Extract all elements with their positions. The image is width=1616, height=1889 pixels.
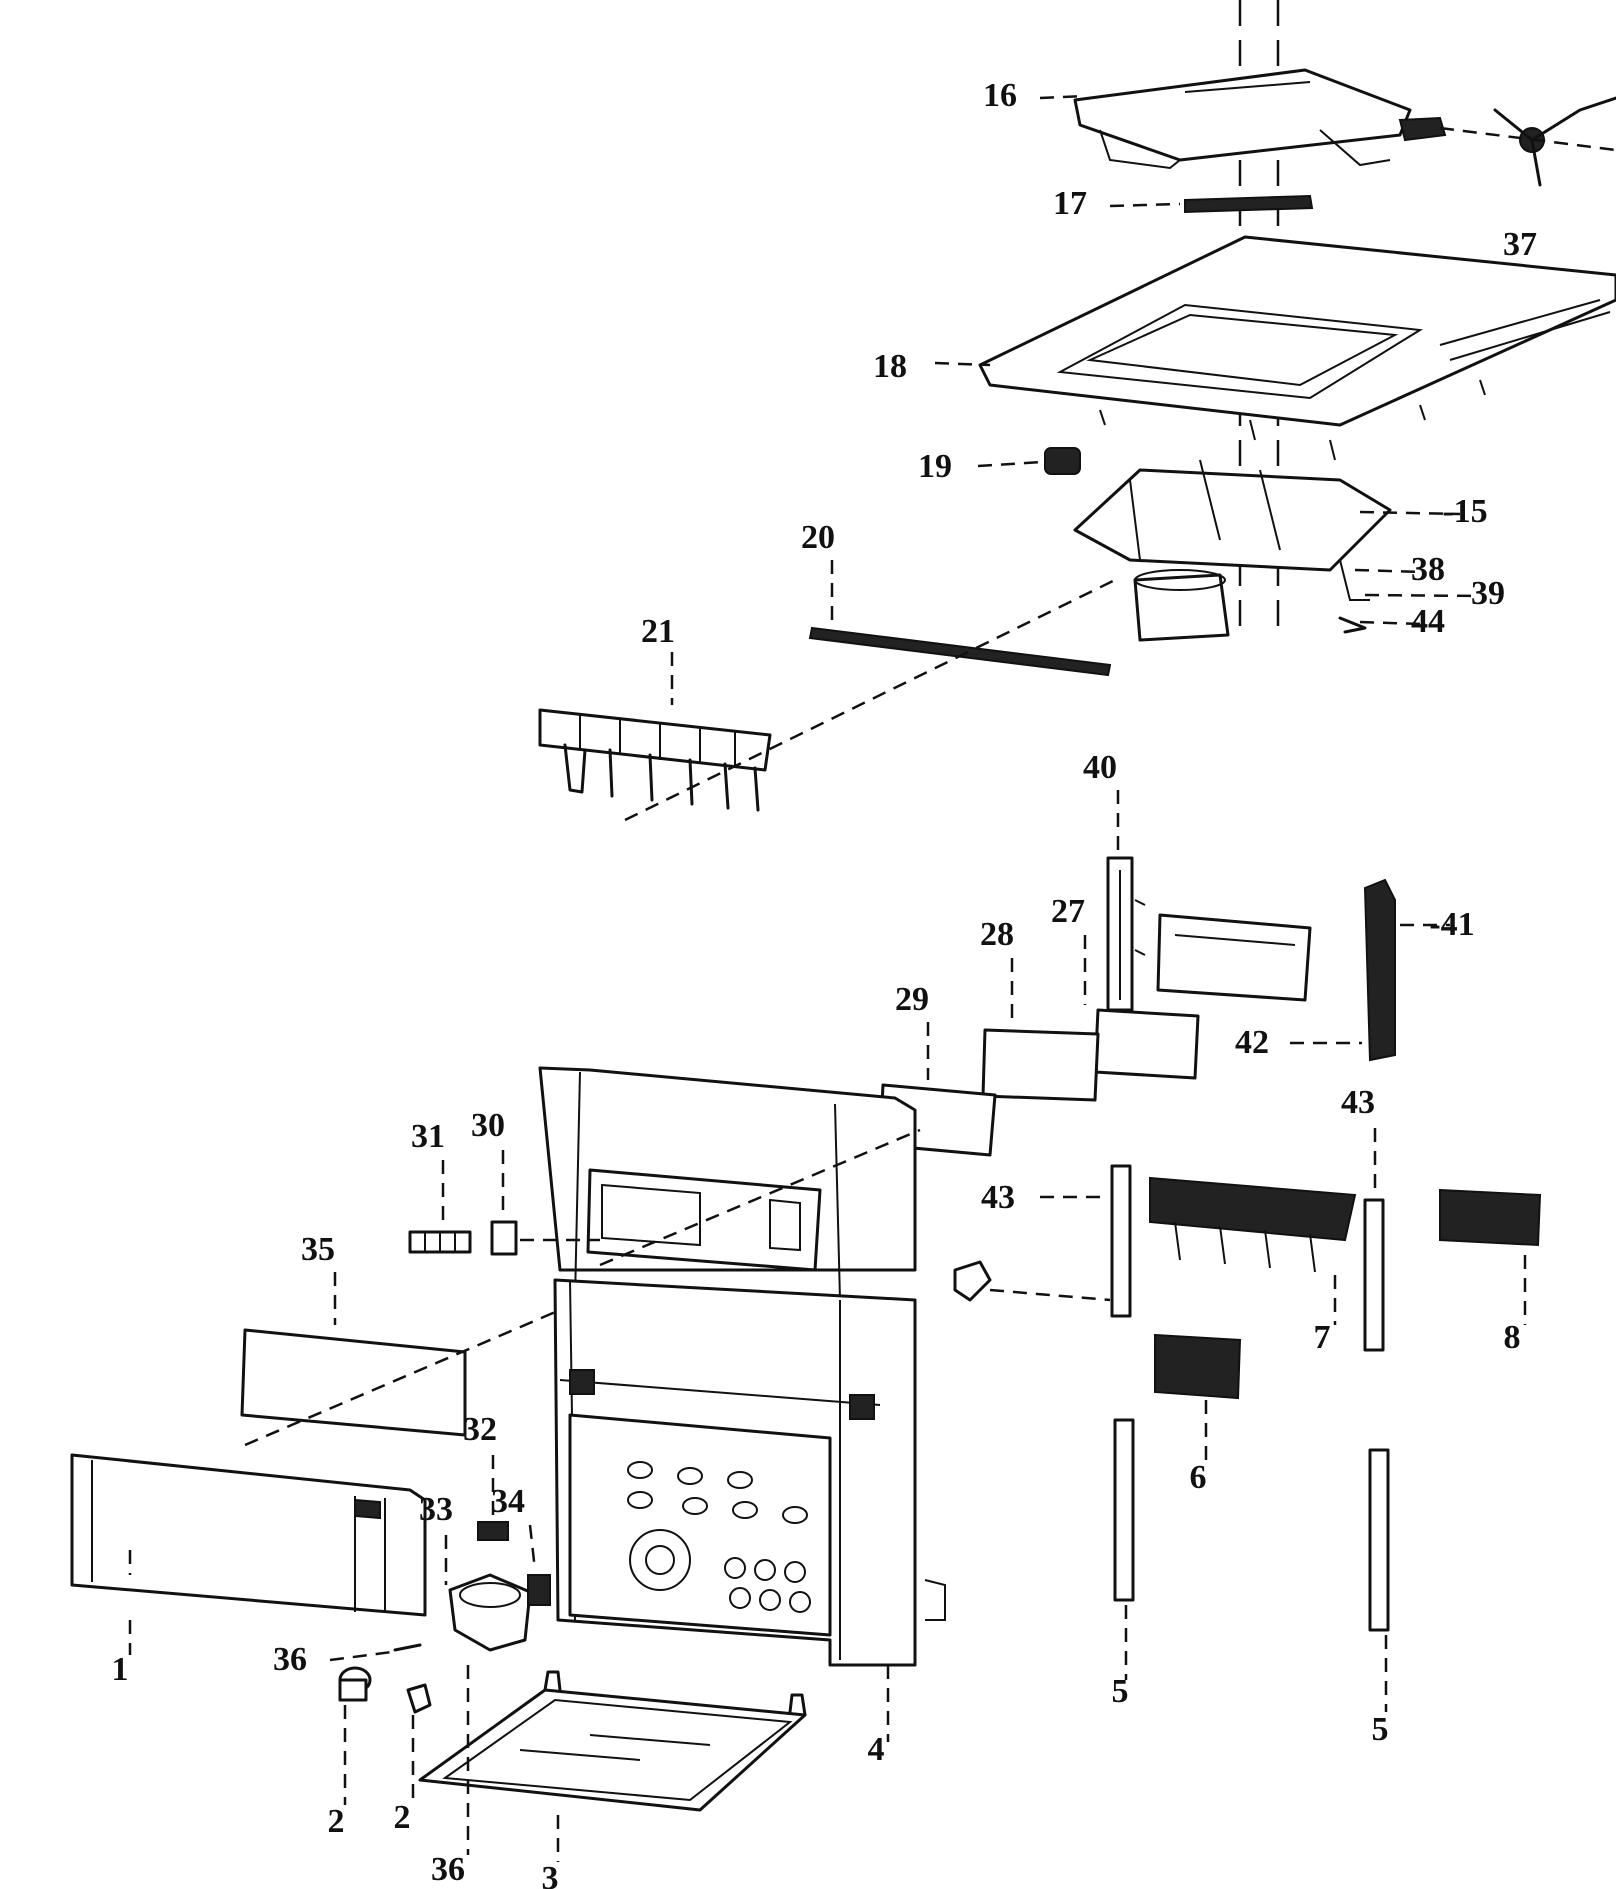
- leader-18: [934, 361, 991, 367]
- callout-c43a: 43: [1341, 1084, 1375, 1121]
- part-3-bottom-tray: [418, 1670, 807, 1812]
- callout-c30: 30: [471, 1107, 505, 1144]
- part-35-window: [240, 1328, 467, 1437]
- callout-c19: 19: [918, 448, 952, 485]
- part-43-bar-right: [1363, 1198, 1385, 1352]
- leader-19: [977, 460, 1043, 468]
- part-knob-small: [953, 1260, 992, 1302]
- callout-c6: 6: [1190, 1459, 1207, 1496]
- part-36-screw: [393, 1643, 422, 1652]
- leader-39: [1364, 593, 1481, 598]
- callout-c42: 42: [1235, 1024, 1269, 1061]
- part-37-rotor: [1493, 96, 1616, 187]
- part-34-gear: [527, 1574, 551, 1606]
- callout-c31: 31: [411, 1118, 445, 1155]
- part-43-bar-left: [1110, 1164, 1132, 1318]
- callout-c18: 18: [873, 348, 907, 385]
- leader-44: [1359, 620, 1423, 626]
- leader-36a: [329, 1650, 393, 1662]
- callout-c28: 28: [980, 916, 1014, 953]
- part-15-mechanism: [1073, 459, 1392, 642]
- part-19-cylinder: [1044, 447, 1081, 475]
- part-41-rail: [1363, 878, 1396, 1062]
- callout-c15: -15: [1442, 493, 1487, 530]
- callout-c1: 1: [112, 1651, 129, 1688]
- leader-axis-21: [624, 578, 1116, 822]
- part-30-clip: [490, 1220, 518, 1256]
- callout-c3: 3: [542, 1860, 559, 1889]
- callout-c4: 4: [868, 1731, 885, 1768]
- callout-c27: 27: [1051, 893, 1085, 930]
- leader-38: [1354, 568, 1423, 574]
- part-33-motor: [448, 1573, 532, 1652]
- callout-c34: 34: [491, 1483, 525, 1520]
- callout-c35: 35: [301, 1231, 335, 1268]
- leader-17: [1109, 202, 1181, 208]
- part-2-knob-left: [338, 1666, 372, 1702]
- callout-c38: 38: [1411, 551, 1445, 588]
- part-2-knob-right: [406, 1683, 432, 1714]
- callout-c32: 32: [463, 1411, 497, 1448]
- part-28-panel: [981, 1028, 1100, 1102]
- leader-axis-43: [989, 1288, 1111, 1302]
- part-17-strip: [1184, 194, 1314, 214]
- callout-c33: 33: [419, 1491, 453, 1528]
- callout-c20: 20: [801, 519, 835, 556]
- part-31-connector: [408, 1230, 472, 1254]
- callout-c2a: 2: [328, 1803, 345, 1840]
- callout-c17: 17: [1053, 185, 1087, 222]
- leader-15: [1359, 510, 1461, 516]
- leader-axis-29: [599, 1128, 921, 1267]
- part-5-bar-left: [1113, 1418, 1135, 1602]
- callout-c40: 40: [1083, 749, 1117, 786]
- part-5-bar-right: [1368, 1448, 1390, 1632]
- callout-c39: 39: [1471, 575, 1505, 612]
- callout-c16: 16: [983, 77, 1017, 114]
- callout-c29: 29: [895, 981, 929, 1018]
- callout-c36a: 36: [273, 1641, 307, 1678]
- part-1-front-door: [70, 1453, 427, 1617]
- leader-34: [528, 1524, 537, 1571]
- part-40-vertical-bar: [1106, 856, 1146, 1012]
- leader-37: [1439, 126, 1616, 152]
- part-16-top-cover: [1073, 68, 1447, 170]
- part-32-clip: [477, 1521, 509, 1541]
- leader-16: [1039, 94, 1086, 100]
- part-21-key-assembly: [538, 708, 772, 812]
- callout-c5a: 5: [1112, 1673, 1129, 1710]
- part-pcb-bracket: [1156, 913, 1312, 1002]
- part-7-key-group: [1149, 1176, 1357, 1273]
- callout-c43b: 43: [981, 1179, 1015, 1216]
- part-8-key-group: [1439, 1188, 1542, 1247]
- callout-c36b: 36: [431, 1851, 465, 1888]
- callout-c2b: 2: [394, 1799, 411, 1836]
- part-18-main-frame: [978, 235, 1616, 461]
- part-6-key-group: [1154, 1333, 1242, 1400]
- leader-axis-35: [244, 1308, 561, 1447]
- callout-c21: 21: [641, 613, 675, 650]
- part-27-board: [1093, 1008, 1200, 1080]
- callout-c44: 44: [1411, 603, 1445, 640]
- callout-c5b: 5: [1372, 1711, 1389, 1748]
- callout-c37: 37: [1503, 226, 1537, 263]
- callout-c8: 8: [1504, 1319, 1521, 1356]
- part-4-front-housing: [538, 1066, 946, 1667]
- part-20-rod: [808, 626, 1112, 677]
- callout-c41: -41: [1429, 906, 1474, 943]
- part-44-bracket: [1338, 616, 1367, 634]
- callout-c7: 7: [1314, 1319, 1331, 1356]
- callout-labels: 1617371819-1538394420214027-412829424330…: [112, 77, 1538, 1889]
